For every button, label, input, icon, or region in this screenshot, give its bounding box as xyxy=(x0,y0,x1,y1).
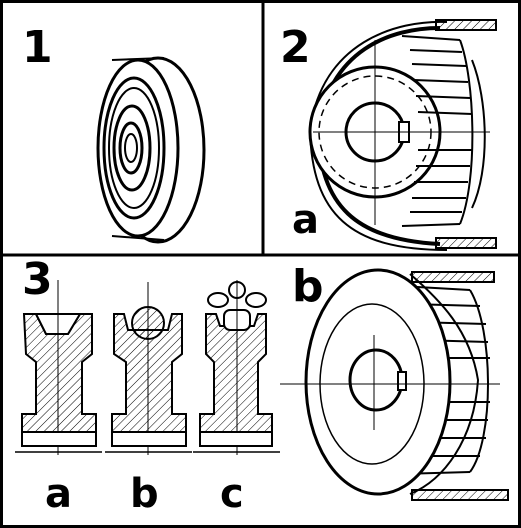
fig2b-label: b xyxy=(292,261,324,312)
fig2-label: 2 xyxy=(280,22,311,73)
fig3-label: 3 xyxy=(22,254,53,305)
fig2a-label: a xyxy=(292,197,319,243)
fig3a-label: a xyxy=(45,471,72,517)
fig3b-label: b xyxy=(130,471,159,517)
fig2a-toothed-pulley xyxy=(308,19,497,251)
fig3b-round-groove-section xyxy=(105,282,192,455)
fig3a-v-groove-section xyxy=(15,280,102,455)
fig3c-toothed-section xyxy=(193,280,280,455)
fig1-label: 1 xyxy=(22,22,53,73)
fig3c-label: c xyxy=(220,471,244,517)
fig1-flat-pulley xyxy=(96,56,206,244)
fig2b-flanged-pulley xyxy=(280,268,509,501)
